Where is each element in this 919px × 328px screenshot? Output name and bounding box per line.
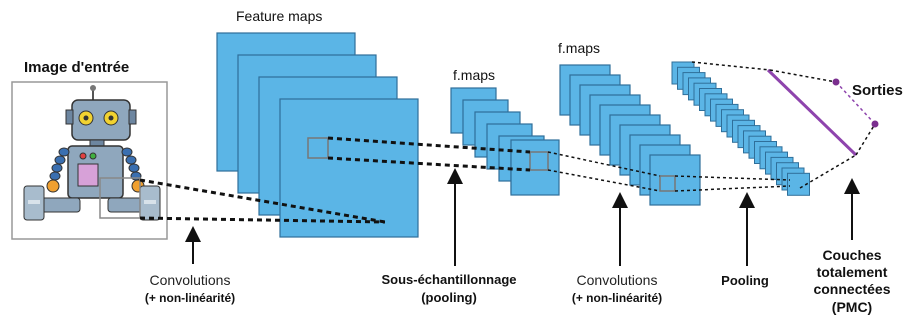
pooling-label: Pooling [721,273,769,288]
fully-connected-layers [691,61,879,189]
fmaps-2-label: f.maps [558,40,600,56]
outputs-label: Sorties [852,82,903,99]
convolutions-1-sublabel: (+ non-linéarité) [145,291,235,305]
output-node-1 [832,78,840,86]
convolutions-2-sublabel: (+ non-linéarité) [572,291,662,305]
feature-map-patch [307,137,329,159]
pooled-stack-4 [671,61,810,196]
input-image [11,81,168,240]
fmaps-3-patch [659,175,676,192]
input-image-label: Image d'entrée [24,59,129,76]
label-arrows [185,168,860,266]
fc-label-2: totalement [817,264,888,280]
subsampling-sublabel: (pooling) [421,290,477,305]
feature-maps-stack-1 [216,32,419,238]
robot-icon [23,85,161,221]
convolutions-1-label: Convolutions [150,272,231,288]
convolutions-2-label: Convolutions [577,272,658,288]
fc-layer-line [766,68,858,157]
fc-label-1: Couches [822,247,881,263]
fmaps-2-patch [529,151,549,171]
receptive-field-box [99,177,141,219]
fc-label-3: connectées [813,281,890,297]
subsampling-label: Sous-échantillonnage [381,272,516,287]
fmaps-1-label: f.maps [453,67,495,83]
fmaps-stack-2 [450,87,560,196]
pooled-map [787,172,810,196]
fc-label-4: (PMC) [832,299,872,315]
output-node-2 [871,120,879,128]
feature-maps-label: Feature maps [236,8,322,24]
fmaps-stack-3 [559,64,701,206]
projection-lines [139,136,791,224]
